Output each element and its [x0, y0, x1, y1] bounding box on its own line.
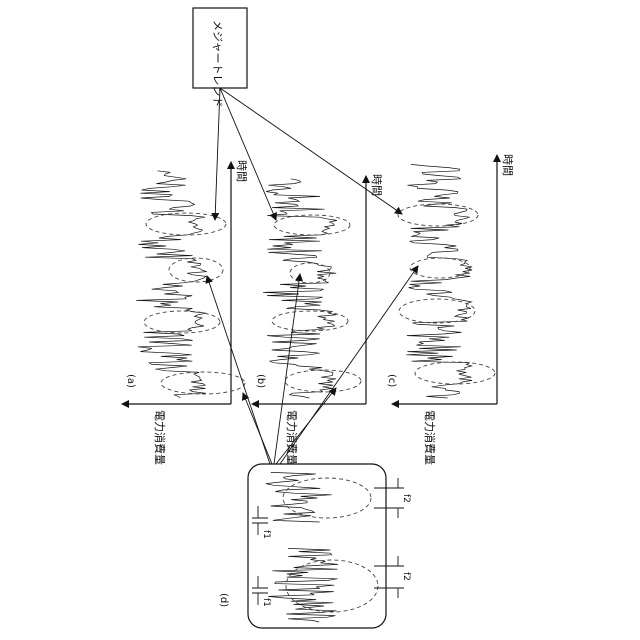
- panel-a-trend-ellipse-4: [146, 213, 226, 235]
- panel-b-trend-ellipse-2: [272, 311, 348, 331]
- panel-c-trend-ellipse-1: [415, 362, 495, 384]
- panel-a-power-label: 電力消費量: [153, 410, 167, 465]
- panel-c: 時間 電力消費量 (c): [386, 154, 514, 465]
- panel-b-trend-ellipse-3: [290, 263, 330, 283]
- detail-arrow-c: [280, 266, 418, 464]
- f2-label-lower: f2: [401, 572, 411, 581]
- f1-label-lower: f1: [261, 598, 271, 607]
- panel-c-trend-ellipse-4: [398, 204, 478, 226]
- panel-d-tag: (d): [218, 593, 229, 607]
- panel-a: 時間 電力消費量 (a): [122, 160, 248, 465]
- panel-b-trend-ellipse-1: [285, 370, 361, 392]
- panel-c-trend-ellipse-3: [410, 258, 470, 278]
- panel-c-tag: (c): [386, 374, 397, 387]
- trend-connectors: [215, 88, 402, 220]
- panel-b-trend-ellipse-4: [274, 215, 350, 235]
- panel-a-time-label: 時間: [235, 160, 248, 182]
- panel-d: (d) f1 f1 f2 f2: [218, 464, 411, 628]
- panel-a-tag: (a): [125, 374, 136, 388]
- detail-connectors: [207, 266, 418, 464]
- major-trend-label: メジャートレンド: [211, 20, 224, 107]
- trend-arrow-c: [220, 88, 402, 214]
- panel-a-trend-ellipse-1: [161, 372, 245, 394]
- panel-a-trend-ellipse-3: [169, 258, 223, 282]
- panel-b-tag: (b): [255, 374, 266, 388]
- panel-b-power-trace: [263, 179, 337, 398]
- panel-a-power-trace: [136, 171, 206, 398]
- panel-c-power-label: 電力消費量: [423, 410, 437, 465]
- panel-a-trend-ellipse-2: [144, 311, 220, 333]
- f2-label-upper: f2: [401, 494, 411, 503]
- panel-b: 時間 電力消費量 (b): [252, 174, 383, 465]
- trend-arrow-a: [215, 88, 220, 220]
- f1-label-upper: f1: [261, 530, 271, 539]
- panel-c-time-label: 時間: [501, 154, 514, 176]
